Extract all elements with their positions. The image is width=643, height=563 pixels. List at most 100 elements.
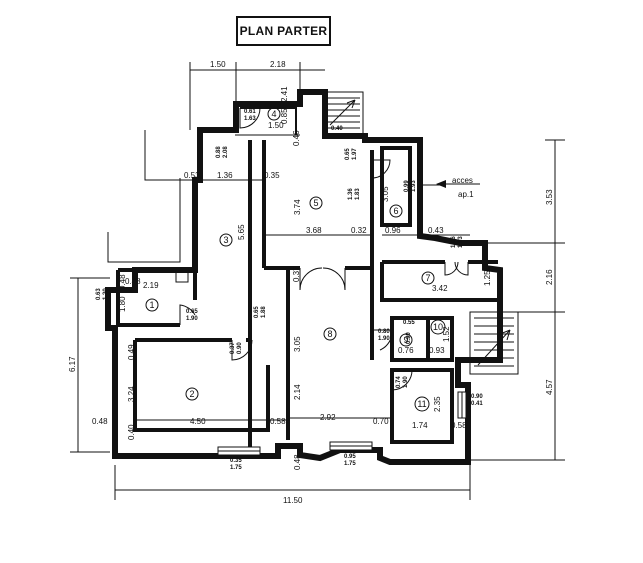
dim-r7-h: 1.25	[483, 270, 492, 286]
room-5-number: 5	[313, 198, 318, 208]
dim-d9a: 0.65	[254, 306, 260, 318]
dim-r1-d: 1.20	[103, 288, 109, 300]
room-4-wall	[240, 107, 297, 135]
room-2-marker: 2	[185, 387, 199, 401]
access-label: acces	[452, 176, 473, 185]
room-4-marker: 4	[267, 107, 281, 121]
access-arrow-icon	[436, 180, 446, 188]
room-3-marker: 3	[219, 233, 233, 247]
room-10-marker: 10	[430, 319, 446, 335]
exterior-walls	[105, 89, 503, 465]
stairs	[324, 91, 519, 375]
dim-457: 4.57	[545, 379, 554, 395]
room-1-number: 1	[149, 300, 154, 310]
dim-d11b: 1.90	[378, 336, 390, 342]
dim-037: 0.37	[292, 266, 301, 282]
dim-d2: 2.08	[223, 146, 229, 158]
dim-r1-c: 0.63	[96, 288, 102, 300]
outer-wall	[105, 89, 503, 465]
stair-right	[469, 311, 519, 375]
plan-title: PLAN PARTER	[236, 16, 331, 46]
access-marker: acces ap.1	[436, 176, 480, 199]
dim-r10-h: 1.52	[442, 326, 451, 342]
dim-r11-w: 1.74	[412, 421, 428, 430]
dim-r4-a: 0.61	[244, 109, 256, 115]
dim-d10b: 0.90	[237, 342, 243, 354]
dim-d6a: 0.99	[404, 180, 410, 192]
dim-d11a: 0.80	[378, 329, 390, 335]
room-2-number: 2	[189, 389, 194, 399]
dim-070: 0.70	[373, 417, 389, 426]
dim-win1a: 0.35	[230, 458, 242, 464]
dim-stair: 0.40	[331, 126, 343, 132]
room-7-marker: 7	[421, 271, 435, 285]
dim-305-a: 3.05	[381, 186, 390, 202]
wall-rooms-9-10	[390, 316, 454, 362]
dim-r11-h: 2.35	[433, 396, 442, 412]
door-room-5-a	[299, 267, 323, 291]
dim-d5a: 1.36	[348, 188, 354, 200]
plan-title-text: PLAN PARTER	[239, 24, 328, 38]
door-room-1	[179, 304, 196, 325]
dim-096: 0.96	[385, 226, 401, 235]
wall-room-6	[380, 146, 412, 227]
room-11-marker: 11	[414, 396, 430, 412]
dim-058: 0.58	[270, 417, 286, 426]
dim-r2-c: 0.48	[92, 417, 108, 426]
garden-outline	[107, 178, 181, 263]
dim-r9-a: 0.55	[403, 320, 415, 326]
door-room-7-b	[454, 261, 469, 276]
stair-top-treads	[328, 97, 360, 129]
room-labels: 1 2 3 4 5 6 7 8 9 10 11	[145, 107, 446, 412]
room-5-marker: 5	[309, 196, 323, 210]
dim-r2-h: 3.24	[127, 386, 136, 402]
dim-d1: 0.88	[216, 146, 222, 158]
dim-r4-f: 0.46	[292, 130, 301, 146]
dim-353: 3.53	[545, 189, 554, 205]
door-room-2	[231, 339, 253, 361]
dim-d5b: 1.83	[355, 188, 361, 200]
dim-617: 6.17	[68, 356, 77, 372]
dim-d12a: 0.74	[396, 376, 402, 388]
terrace-outline	[144, 130, 195, 181]
door-room-9	[372, 329, 393, 351]
dimension-labels-vertical: 2.41 0.85 0.46 5.65 3.74 3.05 3.05 0.37 …	[68, 86, 554, 470]
dim-r2-a: 0.49	[127, 344, 136, 360]
dim-top-1: 1.50	[210, 60, 226, 69]
dim-216: 2.16	[545, 269, 554, 285]
room-10-number: 10	[433, 322, 443, 332]
opening-annotations: 0.61 1.63 0.88 2.08 0.65 1.97 1.36 1.83 …	[96, 109, 483, 471]
chimney	[175, 269, 189, 283]
dim-r4-width: 1.50	[268, 121, 284, 130]
stair-right-treads	[474, 317, 514, 367]
dim-win2b: 1.75	[344, 461, 356, 467]
room-8-marker: 8	[323, 327, 337, 341]
stair-top-arrow	[329, 99, 356, 126]
dim-368: 3.68	[306, 226, 322, 235]
dim-d7a: 1.56	[451, 236, 457, 248]
dim-r1-b: 0.48	[118, 274, 127, 290]
dim-214: 2.14	[293, 384, 302, 400]
door-room-4	[239, 107, 261, 129]
room-9-marker: 9	[399, 333, 413, 347]
dim-r2-b: 0.40	[127, 424, 136, 440]
dim-d9b: 1.88	[261, 306, 267, 318]
dimension-labels: 1.50 2.18 1.50 0.40 0.53 1.36 0.35 3.68 …	[92, 60, 467, 505]
dim-r2-w: 4.50	[190, 417, 206, 426]
dim-d8a: 0.65	[186, 309, 198, 315]
door-room-5-b	[322, 267, 346, 291]
room-6-marker: 6	[389, 204, 403, 218]
door-room-11	[391, 369, 413, 391]
windows	[217, 391, 467, 456]
dim-305-b: 3.05	[293, 336, 302, 352]
dim-374: 3.74	[293, 199, 302, 215]
room-7-number: 7	[425, 273, 430, 283]
dim-win1b: 1.75	[230, 465, 242, 471]
dim-top-2: 2.18	[270, 60, 286, 69]
dim-d10c: 0.90	[406, 332, 412, 344]
dim-565: 5.65	[237, 224, 246, 240]
dim-d13b: 0.41	[471, 401, 483, 407]
wall-7-west-south	[380, 262, 498, 302]
dim-r4-b: 1.63	[244, 116, 256, 122]
dim-d7b: 1.93	[458, 236, 464, 248]
